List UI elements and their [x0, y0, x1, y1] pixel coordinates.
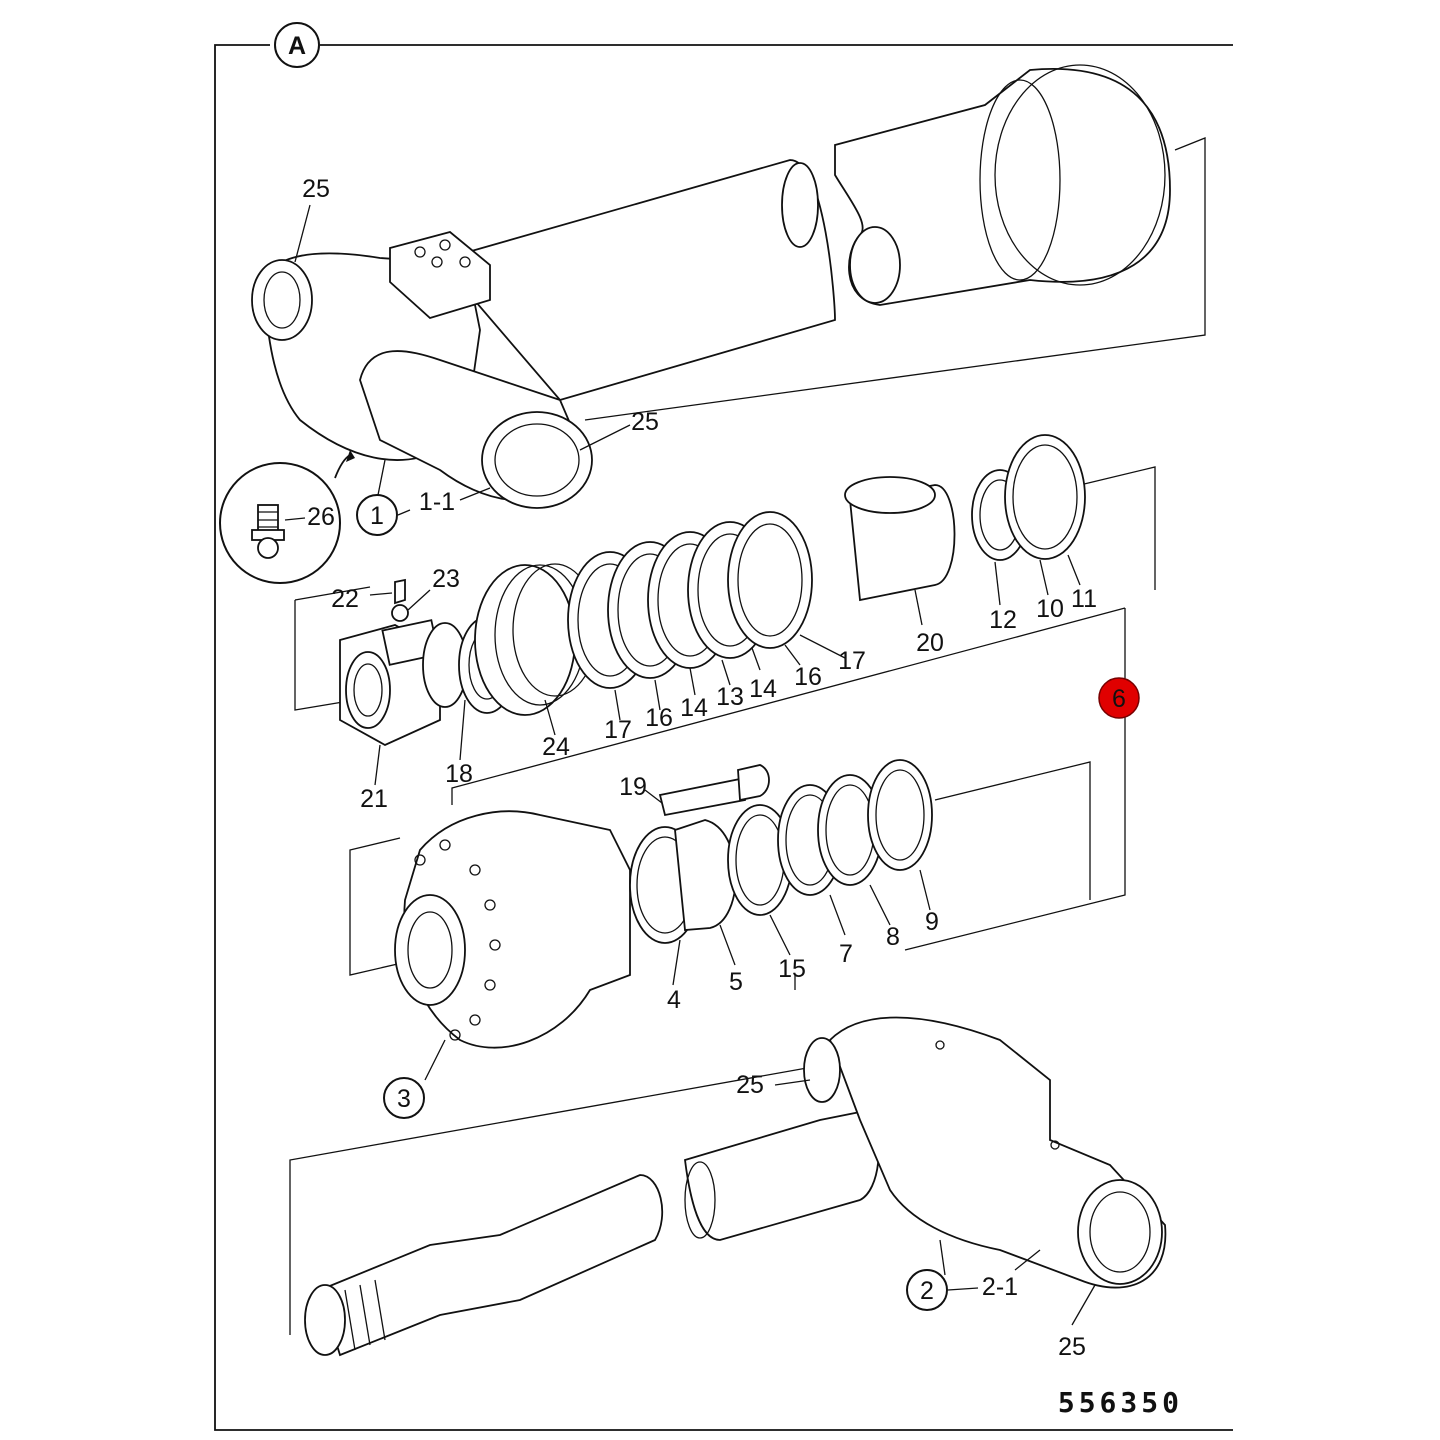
view-label-a: A	[274, 22, 320, 68]
callout-24: 24	[542, 733, 570, 761]
callout-19: 19	[619, 773, 647, 801]
callout-3: 3	[397, 1085, 411, 1113]
wear-rings-stack	[458, 563, 598, 716]
callout-22: 22	[331, 585, 359, 613]
piston-seals	[567, 511, 813, 689]
callout-21: 21	[360, 785, 388, 813]
drawing-number: 556350	[1058, 1386, 1183, 1419]
callout-18: 18	[445, 760, 473, 788]
callout-25: 25	[736, 1071, 764, 1099]
callout-5: 5	[729, 968, 743, 996]
callout-17: 17	[604, 716, 632, 744]
callout-12: 12	[989, 606, 1017, 634]
piston-head	[349, 810, 631, 1049]
callout-14: 14	[749, 675, 777, 703]
callout-8: 8	[886, 923, 900, 951]
bush-20	[844, 476, 956, 602]
callout-2: 2	[920, 1277, 934, 1305]
callout-2-1: 2-1	[982, 1273, 1018, 1301]
callouts: 25 25 1 1-1 26 22 23 21 18 24 17 16 14 1…	[302, 175, 1140, 1361]
callout-15: 15	[778, 955, 806, 983]
callout-1: 1	[370, 502, 384, 530]
grease-nipple-inset	[219, 450, 355, 584]
callout-10: 10	[1036, 595, 1064, 623]
drawing-frame	[214, 44, 1233, 1431]
callout-25: 25	[302, 175, 330, 203]
svg-text:A: A	[288, 32, 306, 60]
callout-16: 16	[794, 663, 822, 691]
callout-17: 17	[838, 647, 866, 675]
bolt-19	[658, 764, 770, 817]
rings-10-12	[971, 434, 1086, 561]
callout-20: 20	[916, 629, 944, 657]
cylinder-barrel	[251, 64, 1206, 509]
callout-23: 23	[432, 565, 460, 593]
callout-13: 13	[716, 683, 744, 711]
piston-nut	[339, 578, 468, 747]
callout-16: 16	[645, 704, 673, 732]
callout-7: 7	[839, 940, 853, 968]
piston-rod	[289, 1016, 1167, 1357]
callout-4: 4	[667, 986, 681, 1014]
leader-lines	[294, 204, 1096, 1326]
callout-25: 25	[631, 408, 659, 436]
callout-26: 26	[307, 503, 335, 531]
callout-25: 25	[1058, 1333, 1086, 1361]
callout-6-highlight	[1098, 677, 1140, 719]
lower-seals	[629, 759, 1091, 990]
callout-6: 6	[1112, 685, 1126, 713]
callout-11: 11	[1071, 585, 1097, 613]
callout-9: 9	[925, 908, 939, 936]
callout-1-1: 1-1	[419, 488, 455, 516]
callout-14: 14	[680, 694, 708, 722]
